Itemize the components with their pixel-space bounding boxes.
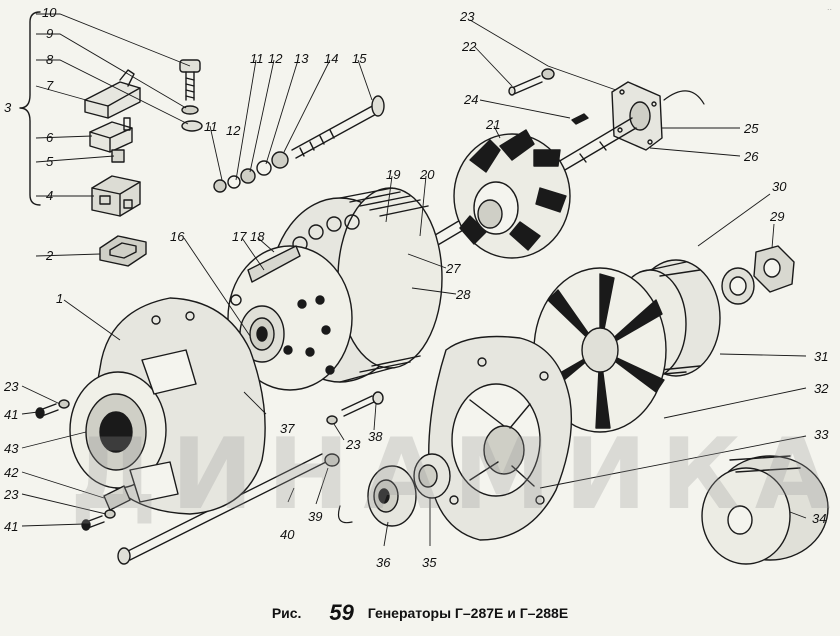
callout-18: 18 [250, 229, 265, 244]
callout-11-top: 11 [250, 51, 264, 66]
callout-14: 14 [324, 51, 339, 66]
callout-33: 33 [814, 427, 829, 442]
bracket-part-18 [247, 245, 301, 283]
callout-41-bottom: 41 [4, 519, 19, 534]
leader-lines [21, 13, 807, 547]
callout-6: 6 [46, 130, 54, 145]
callout-17: 17 [232, 229, 247, 244]
callout-34: 34 [812, 511, 827, 526]
clip-part-42 [103, 485, 131, 511]
fan-part-32 [533, 267, 667, 433]
callout-12-bottom: 12 [226, 123, 241, 138]
callout-15: 15 [352, 51, 367, 66]
washer-part-23-center [326, 415, 338, 425]
callout-26: 26 [744, 149, 759, 164]
callout-4: 4 [46, 188, 54, 203]
callout-5: 5 [46, 154, 54, 169]
callout-37: 37 [280, 421, 295, 436]
callout-41-top: 41 [4, 407, 19, 422]
claw-pole-part-21 [453, 129, 571, 259]
nut-part-29 [753, 245, 795, 293]
callout-25: 25 [744, 121, 759, 136]
bearing-part-35 [413, 453, 451, 499]
callout-36: 36 [376, 555, 391, 570]
pulley-part-34 [701, 455, 829, 565]
figure-caption: Рис. 59 Генераторы Г–287Е и Г–288Е [0, 600, 840, 626]
bearing-part-16 [239, 305, 285, 363]
stud-part-15 [291, 95, 385, 159]
figure-number: 59 [329, 600, 354, 625]
callout-30: 30 [772, 179, 787, 194]
screw-part-38 [341, 391, 384, 417]
screw-part-10 [179, 59, 201, 101]
bearing-part-36 [367, 465, 417, 527]
callout-35: 35 [422, 555, 437, 570]
regulator-group-bracket [19, 11, 41, 206]
callout-42: 42 [4, 465, 19, 480]
callout-38: 38 [368, 429, 383, 444]
callout-31: 31 [814, 349, 829, 364]
callout-12-top: 12 [268, 51, 283, 66]
callout-9: 9 [46, 26, 54, 41]
washer-part-23-top [541, 68, 555, 80]
callout-10: 10 [42, 5, 57, 20]
washer-part-23-left-top [58, 399, 70, 409]
callout-43: 43 [4, 441, 19, 456]
rotation-arrow-bottom [337, 505, 353, 524]
brush-part-6 [89, 117, 133, 153]
screw-part-41-top [35, 403, 59, 419]
rotation-arrow-top [663, 90, 705, 105]
callout-39: 39 [308, 509, 323, 524]
screw-part-22 [508, 75, 543, 96]
callout-22: 22 [462, 39, 477, 54]
front-housing-part-1 [69, 297, 266, 515]
nut-part-39 [324, 453, 340, 467]
nut-washer-stack [213, 151, 289, 193]
callout-28: 28 [456, 287, 471, 302]
caption-prefix: Рис. [271, 605, 302, 621]
callout-24: 24 [464, 92, 479, 107]
callout-2: 2 [46, 248, 54, 263]
brush-holder-part-7 [84, 69, 141, 119]
washer-part-23-left-bottom [104, 509, 116, 519]
callout-16: 16 [170, 229, 185, 244]
callout-8: 8 [46, 52, 54, 67]
callout-13: 13 [294, 51, 309, 66]
callout-20: 20 [420, 167, 435, 182]
callout-21: 21 [486, 117, 501, 132]
callout-23-center: 23 [346, 437, 361, 452]
callout-32: 32 [814, 381, 829, 396]
callout-19: 19 [386, 167, 401, 182]
rear-housing-part-33 [428, 335, 573, 541]
callout-23-left-top: 23 [4, 379, 19, 394]
callout-27: 27 [446, 261, 461, 276]
callout-11-bottom: 11 [204, 119, 218, 134]
callout-1: 1 [56, 291, 64, 306]
gasket-part-2 [99, 235, 147, 267]
corner-mark: .. [826, 2, 832, 12]
callout-3: 3 [4, 100, 12, 115]
key-part-24 [571, 113, 589, 125]
callout-23-left-bottom: 23 [4, 487, 19, 502]
bearing-plate-part-25 [611, 81, 663, 151]
regulator-housing-part-4 [91, 175, 141, 217]
callout-23-top: 23 [460, 9, 475, 24]
callout-40: 40 [280, 527, 295, 542]
callout-29: 29 [770, 209, 785, 224]
callout-7: 7 [46, 78, 54, 93]
screw-part-41-bottom [81, 515, 105, 531]
caption-title: Генераторы Г–287Е и Г–288Е [367, 605, 569, 621]
